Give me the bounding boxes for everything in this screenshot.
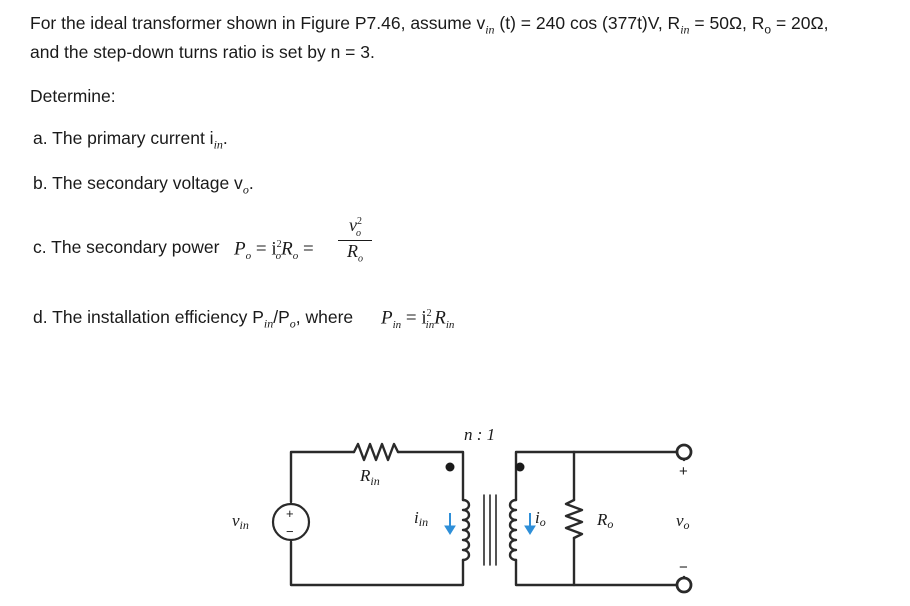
source-plus-sign: +: [286, 506, 294, 521]
source-minus-sign: −: [286, 524, 294, 539]
part-b: b. The secondary voltage vo.: [33, 173, 254, 197]
output-terminal-top-icon: [675, 443, 693, 461]
secondary-polarity-dot-icon: [515, 462, 525, 472]
voltage-source-icon: [271, 502, 311, 542]
part-a: a. The primary current iin.: [33, 128, 228, 152]
part-c-fraction: v2o Ro: [338, 215, 372, 264]
part-c-formula: Po = i2oRo =: [234, 238, 314, 263]
part-d: d. The installation efficiency Pin/Po, w…: [33, 307, 354, 331]
vo-label: vo: [676, 511, 690, 532]
primary-coil-icon: [461, 498, 471, 562]
iin-label: iin: [414, 508, 428, 529]
output-minus-sign: −: [679, 559, 688, 576]
rin-label: Rin: [359, 466, 380, 488]
io-arrow-icon: [524, 525, 536, 535]
ro-label: Ro: [596, 510, 613, 531]
secondary-top-wire: [514, 450, 686, 502]
secondary-bottom-wire: [514, 558, 686, 587]
ro-resistor: [564, 498, 584, 540]
primary-top-wire: [396, 450, 465, 502]
problem-line-1: For the ideal transformer shown in Figur…: [30, 13, 829, 37]
vin-label: vin: [232, 511, 249, 532]
io-label: io: [535, 508, 546, 529]
part-c: c. The secondary power: [33, 237, 220, 257]
turns-ratio-label: n : 1: [464, 425, 495, 444]
problem-line-2: and the step-down turns ratio is set by …: [30, 42, 375, 62]
left-bottom-wire: [289, 540, 465, 587]
secondary-coil-icon: [508, 498, 518, 562]
iin-arrow-icon: [444, 525, 456, 535]
determine-heading: Determine:: [30, 86, 116, 106]
output-terminal-bottom-icon: [675, 576, 693, 594]
output-plus-sign: +: [679, 463, 688, 480]
part-d-formula: Pin = i2inRin: [381, 307, 455, 332]
left-top-wire: [289, 450, 356, 504]
rin-resistor: [352, 442, 400, 462]
primary-polarity-dot-icon: [445, 462, 455, 472]
